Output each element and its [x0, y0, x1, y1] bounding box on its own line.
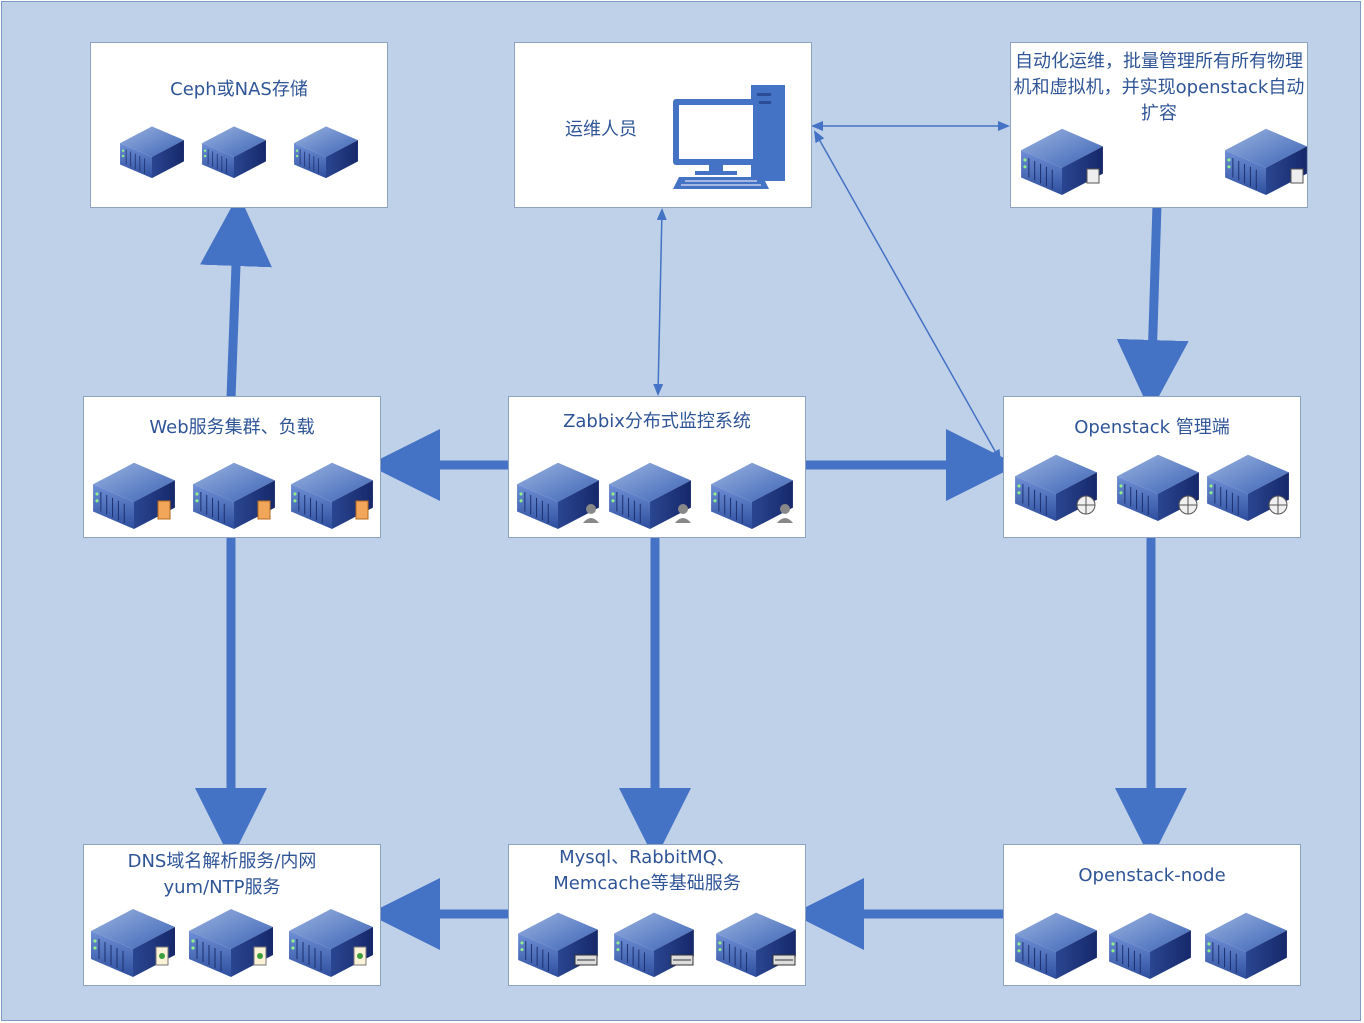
server-firewall-icon — [286, 455, 378, 531]
server-icon — [1010, 905, 1102, 981]
node-label: DNS域名解析服务/内网 yum/NTP服务 — [127, 851, 317, 898]
server-printer-icon — [1017, 121, 1107, 197]
server-document-icon — [284, 901, 378, 979]
server-firewall-icon — [88, 455, 180, 531]
server-user-icon — [707, 455, 797, 531]
node-label: Zabbix分布式监控系统 — [563, 411, 751, 432]
edge-ops-zabbix — [653, 208, 667, 396]
node-label: Ceph或NAS存储 — [170, 79, 308, 100]
node-label: Openstack 管理端 — [1074, 417, 1230, 438]
node-openstack-manager: Openstack 管理端 — [1003, 396, 1301, 538]
server-disk-icon — [117, 115, 187, 185]
node-dns-services: DNS域名解析服务/内网 yum/NTP服务 — [83, 844, 381, 986]
node-web-cluster: Web服务集群、负载 — [83, 396, 381, 538]
edge-web-to-ceph — [199, 194, 272, 399]
server-globe-icon — [1010, 447, 1102, 523]
node-ceph-storage: Ceph或NAS存储 — [90, 42, 388, 208]
node-openstack-node: Openstack-node — [1003, 844, 1301, 986]
node-label: 运维人员 — [565, 119, 637, 140]
server-drive-icon — [711, 905, 801, 979]
server-icon — [1104, 905, 1196, 981]
server-firewall-icon — [188, 455, 280, 531]
node-ops-staff: 运维人员 — [514, 42, 812, 208]
node-label: Web服务集群、负载 — [149, 417, 315, 438]
node-automation: 自动化运维，批量管理所有所有物理机和虚拟机，并实现openstack自动扩容 — [1010, 42, 1308, 208]
node-label: 自动化运维，批量管理所有所有物理机和虚拟机，并实现openstack自动扩容 — [1013, 51, 1305, 124]
server-document-icon — [184, 901, 278, 979]
node-zabbix: Zabbix分布式监控系统 — [508, 396, 806, 538]
server-printer-icon — [1221, 121, 1311, 197]
node-base-services: Mysql、RabbitMQ、 Memcache等基础服务 — [508, 844, 806, 986]
server-disk-icon — [291, 115, 361, 185]
server-document-icon — [86, 901, 180, 979]
server-drive-icon — [513, 905, 603, 979]
node-label: Openstack-node — [1078, 865, 1226, 886]
server-drive-icon — [609, 905, 699, 979]
server-disk-icon — [199, 115, 269, 185]
server-globe-icon — [1202, 447, 1294, 523]
server-user-icon — [513, 455, 603, 531]
node-label: Mysql、RabbitMQ、 Memcache等基础服务 — [553, 847, 741, 894]
edge-auto-to-openstack — [1116, 204, 1189, 412]
edge-ops-openstack — [814, 130, 1001, 462]
server-globe-icon — [1112, 447, 1204, 523]
server-icon — [1200, 905, 1292, 981]
computer-icon — [673, 85, 785, 189]
server-user-icon — [605, 455, 695, 531]
